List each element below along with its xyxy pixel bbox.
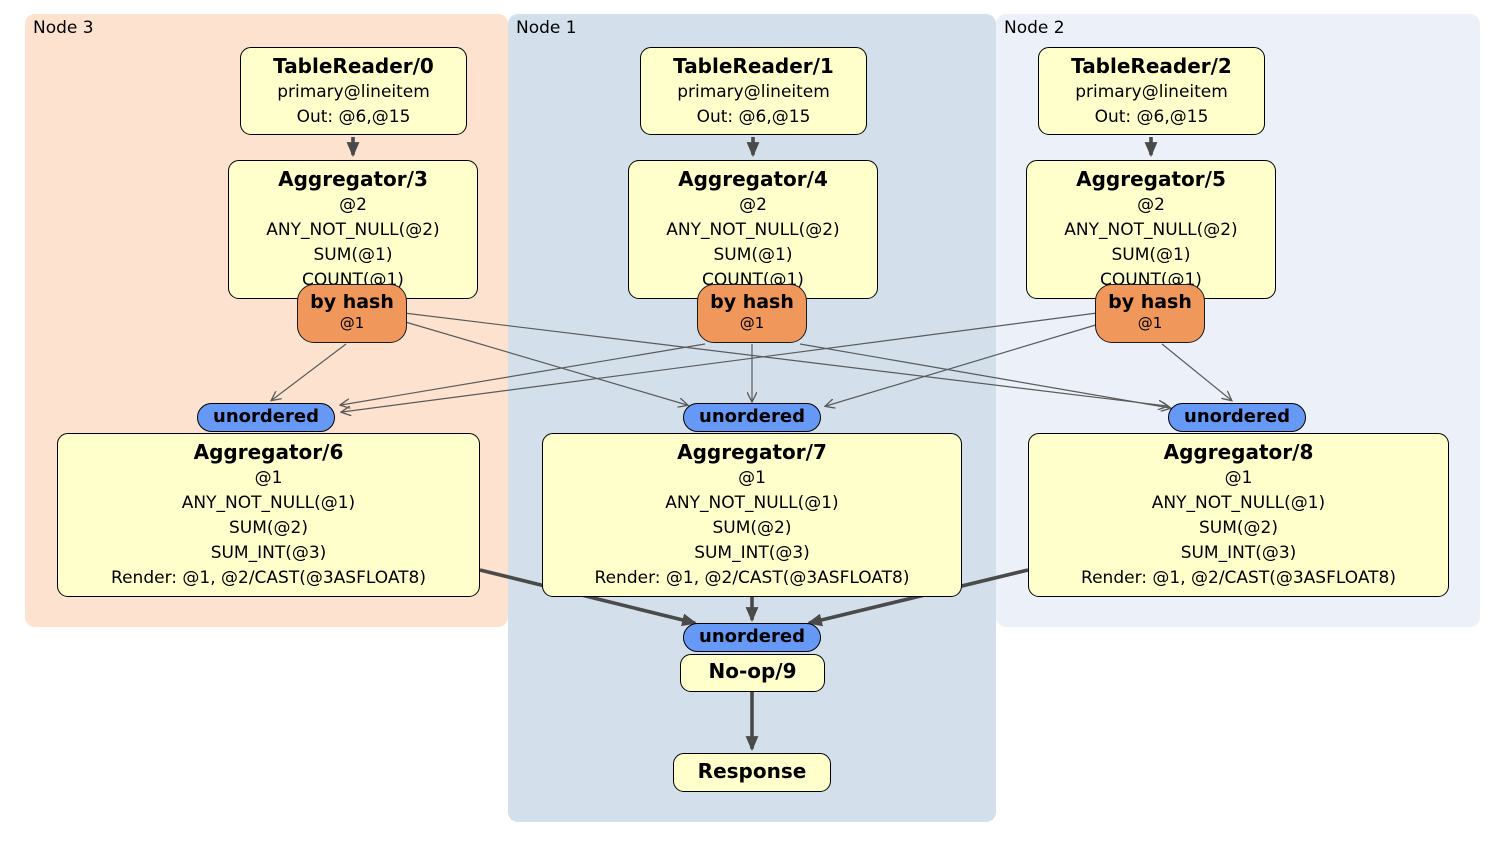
aggregator-5-title: Aggregator/5	[1076, 167, 1226, 191]
tablereader-2-node: TableReader/2 primary@lineitem Out: @6,@…	[1038, 47, 1265, 135]
hash-router-node1-label: by hash	[710, 291, 794, 313]
unordered-stream-node2: unordered	[1168, 403, 1306, 432]
noop-9-title: No-op/9	[708, 659, 797, 683]
tablereader-1-index: primary@lineitem	[677, 82, 830, 102]
aggregator-7-title: Aggregator/7	[677, 440, 827, 464]
aggregator-5-fn1: ANY_NOT_NULL(@2)	[1064, 220, 1238, 240]
aggregator-8-title: Aggregator/8	[1163, 440, 1314, 464]
aggregator-8-fn3: SUM_INT(@3)	[1180, 543, 1297, 563]
aggregator-6-title: Aggregator/6	[193, 440, 344, 464]
aggregator-3-fn2: SUM(@1)	[313, 245, 393, 265]
tablereader-2-index: primary@lineitem	[1075, 82, 1228, 102]
tablereader-2-title: TableReader/2	[1071, 54, 1232, 78]
aggregator-4-title: Aggregator/4	[678, 167, 828, 191]
tablereader-0-index: primary@lineitem	[277, 82, 430, 102]
aggregator-3-fn1: ANY_NOT_NULL(@2)	[266, 220, 440, 240]
response-title: Response	[697, 759, 807, 783]
aggregator-8-render: Render: @1, @2/CAST(@3ASFLOAT8)	[1081, 568, 1396, 588]
aggregator-5-fn2: SUM(@1)	[1111, 245, 1191, 265]
aggregator-4-fn1: ANY_NOT_NULL(@2)	[666, 220, 840, 240]
aggregator-4-groupcols: @2	[739, 195, 767, 215]
unordered-stream-node3-label: unordered	[213, 406, 319, 427]
tablereader-2-out: Out: @6,@15	[1094, 107, 1209, 127]
tablereader-1-out: Out: @6,@15	[696, 107, 811, 127]
aggregator-6-render: Render: @1, @2/CAST(@3ASFLOAT8)	[111, 568, 426, 588]
unordered-stream-node1: unordered	[683, 403, 821, 432]
aggregator-3-groupcols: @2	[339, 195, 367, 215]
aggregator-8-fn1: ANY_NOT_NULL(@1)	[1151, 493, 1326, 513]
node3-label: Node 3	[33, 18, 94, 38]
edge-r3-u2	[403, 312, 1167, 406]
aggregator-5-groupcols: @2	[1137, 195, 1165, 215]
edge-r2-u1	[826, 323, 1100, 406]
edge-r1-u2	[799, 343, 1170, 408]
router-to-stream-edges	[272, 312, 1231, 412]
tablereader-1-title: TableReader/1	[673, 54, 834, 78]
node1-label: Node 1	[516, 18, 577, 38]
response-node: Response	[673, 753, 831, 792]
hash-router-node3: by hash @1	[297, 284, 407, 343]
aggregator-5-node: Aggregator/5 @2 ANY_NOT_NULL(@2) SUM(@1)…	[1026, 160, 1276, 299]
unordered-stream-node2-label: unordered	[1184, 406, 1290, 427]
aggregator-4-fn2: SUM(@1)	[713, 245, 793, 265]
tablereader-0-title: TableReader/0	[273, 54, 434, 78]
hash-router-node2: by hash @1	[1095, 284, 1205, 343]
aggregator-8-node: Aggregator/8 @1 ANY_NOT_NULL(@1) SUM(@2)…	[1028, 433, 1449, 597]
unordered-stream-final-label: unordered	[699, 626, 805, 647]
aggregator-6-groupcols: @1	[254, 468, 283, 488]
noop-9-node: No-op/9	[680, 654, 825, 692]
hash-router-node3-cols: @1	[339, 314, 365, 332]
hash-router-node2-cols: @1	[1137, 314, 1163, 332]
aggregator-4-node: Aggregator/4 @2 ANY_NOT_NULL(@2) SUM(@1)…	[628, 160, 878, 299]
edge-r2-u3	[342, 312, 1098, 412]
edge-r2-u2	[1161, 343, 1231, 400]
aggregator-8-groupcols: @1	[1224, 468, 1253, 488]
tablereader-to-aggregator-edges	[346, 137, 1158, 158]
unordered-stream-node1-label: unordered	[699, 406, 805, 427]
node2-label: Node 2	[1004, 18, 1065, 38]
hash-router-node1-cols: @1	[739, 314, 765, 332]
tablereader-1-node: TableReader/1 primary@lineitem Out: @6,@…	[640, 47, 867, 135]
edge-r1-u3	[341, 343, 706, 405]
aggregator-7-groupcols: @1	[738, 468, 766, 488]
unordered-stream-final: unordered	[683, 623, 821, 652]
aggregator-7-node: Aggregator/7 @1 ANY_NOT_NULL(@1) SUM(@2)…	[542, 433, 962, 597]
aggregator-7-render: Render: @1, @2/CAST(@3ASFLOAT8)	[594, 568, 910, 588]
aggregator-6-node: Aggregator/6 @1 ANY_NOT_NULL(@1) SUM(@2)…	[57, 433, 480, 597]
hash-router-node3-label: by hash	[310, 291, 394, 313]
aggregator-7-fn2: SUM(@2)	[712, 518, 792, 538]
unordered-stream-node3: unordered	[197, 403, 335, 432]
edge-r3-u1	[401, 320, 687, 405]
tablereader-0-out: Out: @6,@15	[296, 107, 411, 127]
aggregator-6-fn2: SUM(@2)	[229, 518, 308, 538]
aggregator-3-title: Aggregator/3	[278, 167, 428, 191]
hash-router-node2-label: by hash	[1108, 291, 1192, 313]
aggregator-7-fn1: ANY_NOT_NULL(@1)	[665, 493, 839, 513]
aggregator-6-fn1: ANY_NOT_NULL(@1)	[181, 493, 356, 513]
aggregator-6-fn3: SUM_INT(@3)	[210, 543, 327, 563]
hash-router-node1: by hash @1	[697, 284, 807, 343]
edge-r3-u3	[272, 343, 347, 400]
aggregator-7-fn3: SUM_INT(@3)	[694, 543, 810, 563]
aggregator-8-fn2: SUM(@2)	[1199, 518, 1278, 538]
aggregator-3-node: Aggregator/3 @2 ANY_NOT_NULL(@2) SUM(@1)…	[228, 160, 478, 299]
tablereader-0-node: TableReader/0 primary@lineitem Out: @6,@…	[240, 47, 467, 135]
